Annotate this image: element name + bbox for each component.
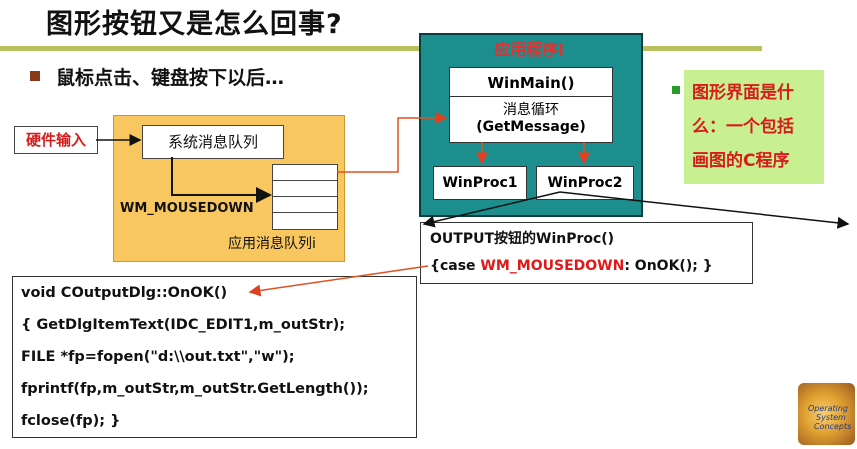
- appq-to-winmain-arrow: [337, 112, 448, 173]
- winproc1-box: WinProc1: [433, 166, 527, 200]
- bullet-text: 鼠标点击、键盘按下以后…: [56, 67, 285, 89]
- title-divider: [0, 46, 762, 51]
- gui-note: 图形界面是什 么：一个包括 画图的C程序: [684, 70, 824, 184]
- message-loop-label: 消息循环: [503, 102, 559, 118]
- queue-slot: [273, 181, 337, 197]
- queue-stack: [272, 164, 338, 230]
- code-line: fclose(fp); }: [21, 413, 121, 429]
- mouse-message-label: WM_MOUSEDOWN: [120, 201, 254, 216]
- code-line: { GetDlgItemText(IDC_EDIT1,m_outStr);: [21, 317, 346, 333]
- queue-slot: [273, 197, 337, 213]
- winmain-box: WinMain() 消息循环 (GetMessage): [449, 67, 613, 143]
- app-queue-label: 应用消息队列i: [228, 236, 316, 252]
- onok-code-box: void COutputDlg::OnOK() { GetDlgItemText…: [12, 276, 417, 438]
- code-line: FILE *fp=fopen("d:\\out.txt","w");: [21, 349, 295, 365]
- logo-text: Operating System Concepts: [808, 404, 852, 431]
- app-title: 应用程序i: [494, 40, 564, 59]
- note-line-2: 么：一个包括: [692, 117, 794, 137]
- output-winproc-title: OUTPUT按钮的WinProc(): [430, 231, 615, 247]
- getmessage-label: (GetMessage): [476, 119, 586, 135]
- sysq-to-appq-arrow: [171, 157, 272, 203]
- output-winproc-box: [420, 222, 753, 284]
- expand-left-line: [422, 191, 561, 228]
- hardware-input-box: 硬件输入: [14, 126, 98, 154]
- note-line-3: 画图的C程序: [692, 151, 790, 171]
- bullet-square-icon: [30, 71, 40, 81]
- case-to-onok-arrow: [248, 265, 429, 297]
- winmain-label: WinMain(): [450, 68, 612, 97]
- queue-slot: [273, 165, 337, 181]
- note-line-1: 图形界面是什: [692, 83, 794, 103]
- code-line: fprintf(fp,m_outStr,m_outStr.GetLength()…: [21, 381, 369, 397]
- system-queue-box: 系统消息队列: [142, 125, 284, 159]
- note-bullet-icon: [672, 86, 680, 94]
- code-line: void COutputDlg::OnOK(): [21, 285, 228, 301]
- page-title: 图形按钮又是怎么回事?: [46, 9, 343, 40]
- output-case-line: {case WM_MOUSEDOWN: OnOK(); }: [430, 258, 713, 274]
- expand-right-line: [559, 191, 850, 229]
- os-book-logo: [798, 383, 855, 445]
